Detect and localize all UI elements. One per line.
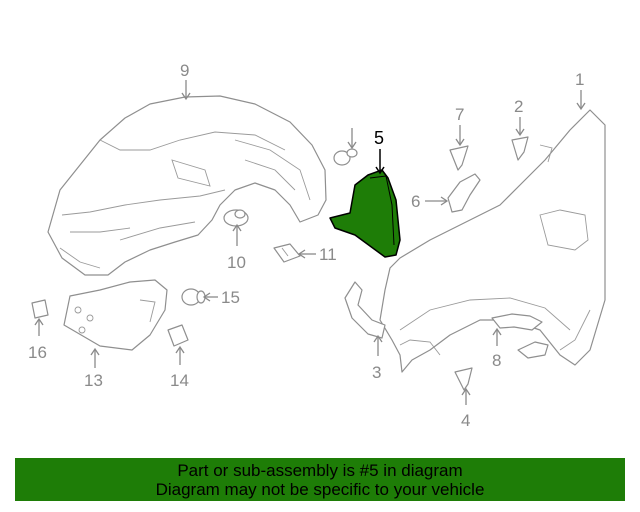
callout-7: 7 (455, 105, 464, 124)
callout-6: 6 (411, 192, 420, 211)
clip-part-14 (167, 324, 189, 347)
liner-section-part-13 (63, 279, 168, 351)
callout-3: 3 (372, 363, 381, 382)
callout-1: 1 (575, 70, 584, 89)
banner-line-2: Diagram may not be specific to your vehi… (155, 480, 485, 499)
callout-11: 11 (319, 245, 337, 264)
clip-part-4 (454, 367, 473, 391)
front-fender-part-1 (379, 109, 606, 373)
callout-10: 10 (227, 253, 246, 272)
callout-5: 5 (374, 128, 384, 148)
info-banner: Part or sub-assembly is #5 in diagram Di… (15, 458, 625, 501)
callout-8: 8 (492, 351, 501, 370)
callout-15: 15 (221, 288, 240, 307)
callout-16: 16 (28, 343, 47, 362)
splash-shield-part-5 (329, 169, 401, 258)
clip-part-2 (511, 136, 529, 161)
callout-2: 2 (514, 97, 523, 116)
push-clip-part-12 (333, 148, 358, 166)
bracket-part-3 (344, 281, 386, 339)
bracket-part-6 (447, 173, 481, 213)
clip-nut-part-11 (273, 243, 301, 263)
push-clip-part-15 (181, 288, 206, 306)
push-clip-part-10 (223, 209, 249, 227)
callout-4: 4 (461, 411, 470, 430)
fender-liner-part-9 (47, 95, 327, 276)
callout-14: 14 (170, 371, 189, 390)
clip-part-7 (449, 145, 469, 171)
clip-part-16 (31, 299, 49, 319)
bracket-part-8 (491, 313, 549, 359)
parts-diagram: 9 5 7 2 6 1 (28, 61, 606, 430)
callout-9: 9 (180, 61, 189, 80)
callout-13: 13 (84, 371, 103, 390)
banner-line-1: Part or sub-assembly is #5 in diagram (177, 461, 463, 480)
